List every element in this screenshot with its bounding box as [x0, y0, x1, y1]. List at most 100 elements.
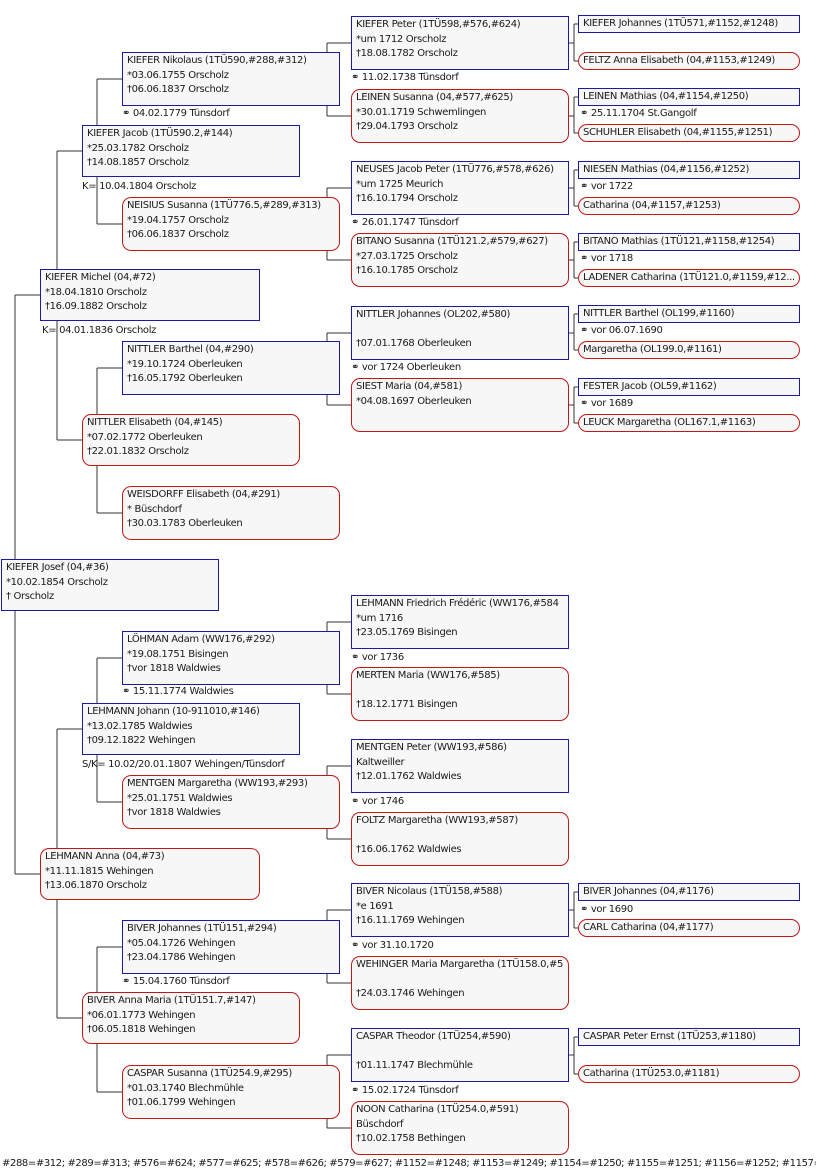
person-detail: †vor 1818 Waldwies	[127, 663, 221, 674]
person-detail: † Orscholz	[6, 591, 54, 602]
person-box-male[interactable]: BIVER Johannes (1TÜ151,#294) *05.04.1726 …	[122, 920, 340, 974]
person-name: LÖHMAN Adam (WW176,#292)	[127, 634, 275, 645]
person-detail: †23.04.1786 Wehingen	[127, 952, 236, 963]
person-box-male[interactable]: CASPAR Peter Ernst (1TÜ253,#1180)	[578, 1028, 800, 1046]
person-box-female[interactable]: MENTGEN Margaretha (WW193,#293) *25.01.17…	[122, 775, 340, 829]
person-box-male[interactable]: KIEFER Jacob (1TÜ590.2,#144)*25.03.1782 …	[82, 125, 300, 177]
person-box-female[interactable]: Margaretha (OL199.0,#1161)	[578, 341, 800, 359]
person-box-female[interactable]: CASPAR Susanna (1TÜ254.9,#295)*01.03.174…	[122, 1065, 340, 1119]
marriage-info: ⚭ 25.11.1704 St.Gangolf	[580, 108, 697, 119]
person-name: NITTLER Elisabeth (04,#145)	[87, 417, 223, 428]
person-detail: *19.10.1724 Oberleuken	[127, 358, 243, 370]
person-box-male[interactable]: NITTLER Johannes (OL202,#580) †07.01.176…	[351, 306, 569, 360]
person-box-female[interactable]: Catharina (1TÜ253.0,#1181)	[578, 1065, 800, 1083]
person-name: MENTGEN Margaretha (WW193,#293)	[127, 778, 308, 789]
person-detail: *19.08.1751 Bisingen	[127, 648, 229, 660]
person-detail: *18.04.1810 Orscholz	[45, 286, 147, 298]
person-box-female[interactable]: FOLTZ Margaretha (WW193,#587) †16.06.176…	[351, 812, 569, 866]
person-box-male[interactable]: LEHMANN Johann (10-911010,#146)*13.02.17…	[82, 703, 300, 755]
person-box-male[interactable]: LEHMANN Friedrich Frédéric (WW176,#584*u…	[351, 595, 569, 649]
person-detail: *03.06.1755 Orscholz	[127, 69, 229, 81]
person-box-female[interactable]: WEHINGER Maria Margaretha (1TÜ158.0,#5 †…	[351, 956, 569, 1010]
person-box-male[interactable]: LÖHMAN Adam (WW176,#292) *19.08.1751 Bisi…	[122, 631, 340, 685]
person-box-female[interactable]: Catharina (04,#1157,#1253)	[578, 197, 800, 215]
person-name: KIEFER Johannes (1TÜ571,#1152,#1248)	[583, 18, 778, 29]
person-box-female[interactable]: NOON Catharina (1TÜ254.0,#591) Büschdorf…	[351, 1101, 569, 1155]
person-detail: †07.01.1768 Oberleuken	[356, 338, 472, 349]
person-detail: * Büschdorf	[127, 503, 182, 515]
person-detail	[356, 829, 564, 844]
person-box-female[interactable]: MERTEN Maria (WW176,#585) †18.12.1771 Bi…	[351, 667, 569, 721]
person-detail: *05.04.1726 Wehingen	[127, 937, 236, 949]
person-name: FESTER Jacob (OL59,#1162)	[583, 381, 717, 392]
marriage-info: ⚭ 15.04.1760 Tünsdorf	[122, 976, 230, 987]
person-box-female[interactable]: LADENER Catharina (1TÜ121.0,#1159,#12...	[578, 269, 800, 287]
person-detail: *27.03.1725 Orscholz	[356, 250, 458, 262]
person-box-male[interactable]: BIVER Nicolaus (1TÜ158,#588)*e 1691†16.1…	[351, 883, 569, 937]
person-box-male[interactable]: NIESEN Mathias (04,#1156,#1252)	[578, 161, 800, 179]
person-box-male[interactable]: MENTGEN Peter (WW193,#586) Kaltweiller †1…	[351, 739, 569, 793]
person-name: KIEFER Michel (04,#72)	[45, 272, 156, 283]
person-box-female[interactable]: LEHMANN Anna (04,#73)*11.11.1815 Wehinge…	[40, 848, 260, 900]
person-detail: *25.01.1751 Waldwies	[127, 792, 233, 804]
person-detail: *10.02.1854 Orscholz	[6, 576, 108, 588]
person-detail: †09.12.1822 Wehingen	[87, 735, 196, 746]
person-name: CASPAR Theodor (1TÜ254,#590)	[356, 1031, 511, 1042]
person-detail: †24.03.1746 Wehingen	[356, 988, 465, 999]
person-detail: †16.10.1785 Orscholz	[356, 265, 458, 276]
person-box-male[interactable]: BIVER Johannes (04,#1176)	[578, 883, 800, 901]
person-box-female[interactable]: SIEST Maria (04,#581)*04.08.1697 Oberleu…	[351, 378, 569, 432]
person-name: MENTGEN Peter (WW193,#586)	[356, 742, 507, 753]
person-detail: Kaltweiller	[356, 756, 405, 768]
marriage-info: ⚭ vor 1690	[580, 904, 633, 915]
person-name: LADENER Catharina (1TÜ121.0,#1159,#12...	[583, 272, 795, 283]
person-name: NEUSES Jacob Peter (1TÜ776,#578,#626)	[356, 164, 554, 175]
person-box-male[interactable]: BITANO Mathias (1TÜ121,#1158,#1254)	[578, 233, 800, 251]
person-box-male[interactable]: NITTLER Barthel (04,#290)*19.10.1724 Obe…	[122, 341, 340, 395]
person-box-male[interactable]: NITTLER Barthel (OL199,#1160)	[578, 305, 800, 323]
person-name: CARL Catharina (04,#1177)	[583, 922, 714, 933]
person-name: BIVER Johannes (1TÜ151,#294)	[127, 923, 277, 934]
person-name: LEHMANN Friedrich Frédéric (WW176,#584	[356, 598, 559, 609]
person-box-male[interactable]: FESTER Jacob (OL59,#1162)	[578, 378, 800, 396]
marriage-info: ⚭ vor 1718	[580, 253, 633, 264]
person-box-female[interactable]: NEISIUS Susanna (1TÜ776.5,#289,#313)*19.…	[122, 197, 340, 251]
person-name: NIESEN Mathias (04,#1156,#1252)	[583, 164, 750, 175]
person-box-female[interactable]: FELTZ Anna Elisabeth (04,#1153,#1249)	[578, 52, 800, 70]
person-box-male[interactable]: LEINEN Mathias (04,#1154,#1250)	[578, 88, 800, 106]
marriage-info: ⚭ 11.02.1738 Tünsdorf	[351, 72, 459, 83]
person-detail: †23.05.1769 Bisingen	[356, 627, 458, 638]
person-box-male[interactable]: NEUSES Jacob Peter (1TÜ776,#578,#626)*um…	[351, 161, 569, 215]
person-detail: *04.08.1697 Oberleuken	[356, 395, 472, 407]
person-box-female[interactable]: LEINEN Susanna (04,#577,#625) *30.01.1719…	[351, 89, 569, 143]
person-box-female[interactable]: SCHUHLER Elisabeth (04,#1155,#1251)	[578, 124, 800, 142]
person-detail	[356, 973, 564, 988]
person-name: LEHMANN Johann (10-911010,#146)	[87, 706, 260, 717]
person-detail: †10.02.1758 Bethingen	[356, 1133, 466, 1144]
person-box-male[interactable]: KIEFER Johannes (1TÜ571,#1152,#1248)	[578, 15, 800, 33]
person-box-female[interactable]: BIVER Anna Maria (1TÜ151.7,#147)*06.01.1…	[82, 992, 300, 1044]
person-detail: †18.08.1782 Orscholz	[356, 48, 458, 59]
person-name: NITTLER Johannes (OL202,#580)	[356, 309, 511, 320]
person-detail: *30.01.1719 Schwemlingen	[356, 106, 487, 118]
person-box-female[interactable]: LEUCK Margaretha (OL167.1,#1163)	[578, 414, 800, 432]
person-box-male[interactable]: KIEFER Michel (04,#72) *18.04.1810 Orscho…	[40, 269, 260, 321]
person-box-male[interactable]: CASPAR Theodor (1TÜ254,#590) †01.11.1747…	[351, 1028, 569, 1082]
person-box-male[interactable]: KIEFER Nikolaus (1TÜ590,#288,#312)*03.06…	[122, 52, 340, 106]
person-detail: *e 1691	[356, 900, 394, 912]
person-detail	[356, 1045, 564, 1060]
person-box-male[interactable]: KIEFER Josef (04,#36)*10.02.1854 Orschol…	[1, 559, 219, 611]
person-box-female[interactable]: NITTLER Elisabeth (04,#145)*07.02.1772 O…	[82, 414, 300, 466]
person-box-female[interactable]: WEISDORFF Elisabeth (04,#291)* Büschdorf…	[122, 486, 340, 540]
person-box-female[interactable]: BITANO Susanna (1TÜ121.2,#579,#627)*27.0…	[351, 233, 569, 287]
person-name: CASPAR Susanna (1TÜ254.9,#295)	[127, 1068, 292, 1079]
person-detail: †13.06.1870 Orscholz	[45, 880, 147, 891]
footer-id-equivalences: #288=#312; #289=#313; #576=#624; #577=#6…	[2, 1158, 816, 1169]
person-box-female[interactable]: CARL Catharina (04,#1177)	[578, 919, 800, 937]
person-detail: †12.01.1762 Waldwies	[356, 771, 462, 782]
person-box-male[interactable]: KIEFER Peter (1TÜ598,#576,#624)*um 1712 …	[351, 16, 569, 70]
person-name: LEINEN Susanna (04,#577,#625)	[356, 92, 513, 103]
marriage-info: ⚭ vor 1736	[351, 652, 404, 663]
person-name: BIVER Anna Maria (1TÜ151.7,#147)	[87, 995, 256, 1006]
